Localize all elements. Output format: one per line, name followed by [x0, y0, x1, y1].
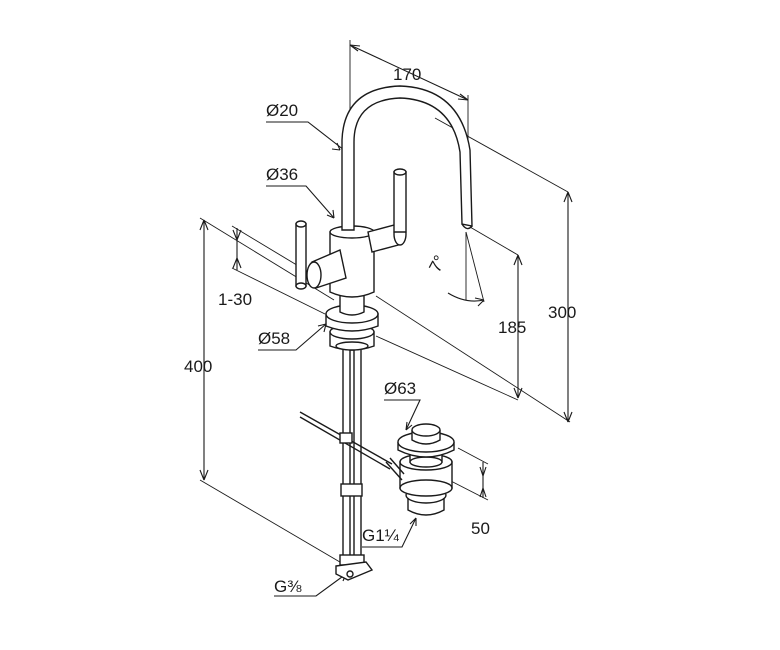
dim-height-300: 300	[548, 303, 576, 322]
thread-waste-g1-1-4: G1¼	[362, 526, 400, 545]
dim-hose-length-400: 400	[184, 357, 212, 376]
dim-reach-170: 170	[393, 65, 421, 84]
faucet-body	[295, 85, 473, 351]
dim-diameter-63: Ø63	[384, 379, 416, 398]
leader-lines	[258, 121, 421, 597]
dim-spout-angle: 7°	[425, 252, 449, 275]
popup-rod	[299, 411, 393, 470]
supply-hoses	[335, 350, 374, 581]
dim-diameter-58: Ø58	[258, 329, 290, 348]
dim-waste-height-50: 50	[471, 519, 490, 538]
dim-diameter-36: Ø36	[266, 165, 298, 184]
dimension-lines	[199, 40, 573, 566]
thread-supply-g3-8: G⅜	[274, 577, 302, 596]
dim-spout-height-185: 185	[498, 318, 526, 337]
dim-deck-thickness: 1-30	[218, 290, 252, 309]
dimension-labels: Ø20 Ø36 170 300 185 400 1-30 Ø58 Ø63 50 …	[184, 65, 576, 596]
dim-diameter-20: Ø20	[266, 101, 298, 120]
waste-valve	[385, 423, 455, 516]
